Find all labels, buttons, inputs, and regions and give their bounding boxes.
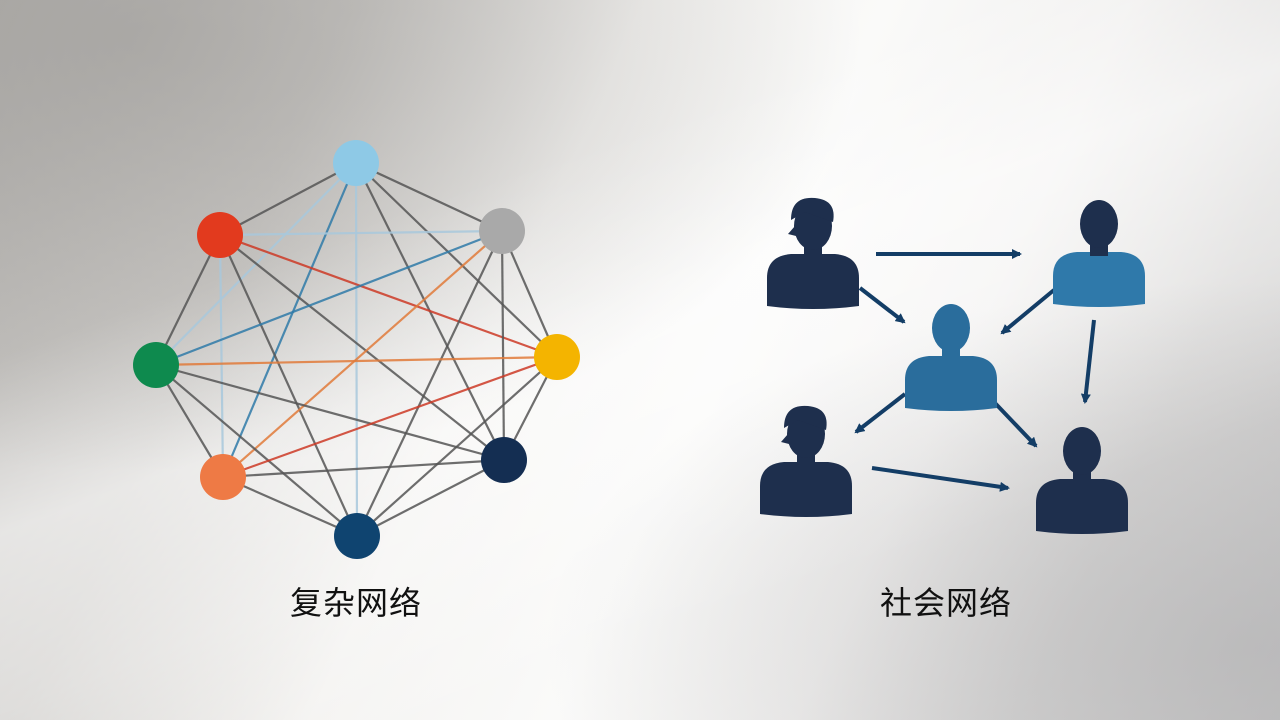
network-edge-left-bottom [155, 364, 358, 537]
network-edge-upper-right-bottom [356, 230, 503, 537]
arrow-person-center-to-person-bottom-left [854, 392, 907, 434]
network-node-top [333, 140, 379, 186]
network-edge-left-right [155, 355, 558, 367]
network-edge-right-lower-left [222, 355, 558, 479]
network-edge-upper-left-bottom [218, 234, 359, 537]
social-arrows [854, 249, 1096, 492]
network-edge-upper-left-lower-left [218, 234, 225, 478]
network-node-upper-left [197, 212, 243, 258]
network-edge-upper-right-left [155, 229, 503, 367]
network-node-right [534, 334, 580, 380]
arrow-person-top-right-to-person-bottom-right [1080, 319, 1096, 404]
network-edge-lower-right-bottom [356, 459, 505, 537]
person-bottom-right-icon [1036, 427, 1128, 534]
network-edge-left-lower-right [155, 363, 505, 462]
network-edge-lower-left-bottom [222, 475, 358, 538]
social-network-caption: 社会网络 [879, 584, 1012, 622]
arrow-person-top-right-to-person-center [1000, 288, 1056, 335]
network-edge-top-right [355, 162, 558, 358]
arrow-person-bottom-left-to-person-bottom-right [871, 466, 1010, 492]
network-edge-right-bottom [356, 356, 558, 537]
network-edge-top-lower-left [221, 162, 358, 478]
network-edge-upper-right-lower-left [222, 230, 503, 478]
network-edge-upper-left-upper-right [219, 229, 503, 237]
network-edge-upper-left-right [219, 233, 558, 359]
complex-network-graph [133, 140, 580, 559]
social-network-graph [760, 197, 1145, 534]
person-center-icon [905, 304, 997, 411]
person-top-right-icon [1053, 200, 1145, 307]
network-edge-top-upper-left [219, 162, 357, 236]
network-edge-upper-right-lower-right [500, 230, 506, 461]
network-node-upper-right [479, 208, 525, 254]
person-bottom-left-icon [760, 405, 852, 517]
network-edge-upper-left-lower-right [219, 234, 505, 461]
social-people [760, 197, 1145, 534]
network-edge-lower-left-lower-right [222, 458, 505, 479]
complex-network-caption: 复杂网络 [289, 584, 422, 622]
network-edges [155, 162, 559, 538]
arrow-person-top-left-to-person-center [858, 286, 906, 324]
network-edge-upper-left-left [155, 234, 221, 366]
person-top-left-icon [767, 197, 859, 309]
network-node-left [133, 342, 179, 388]
network-node-bottom [334, 513, 380, 559]
network-edge-top-upper-right [355, 162, 503, 232]
network-node-lower-left [200, 454, 246, 500]
network-node-lower-right [481, 437, 527, 483]
arrow-person-center-to-person-bottom-right [992, 400, 1038, 448]
network-edge-top-bottom [354, 162, 359, 537]
network-nodes [133, 140, 580, 559]
